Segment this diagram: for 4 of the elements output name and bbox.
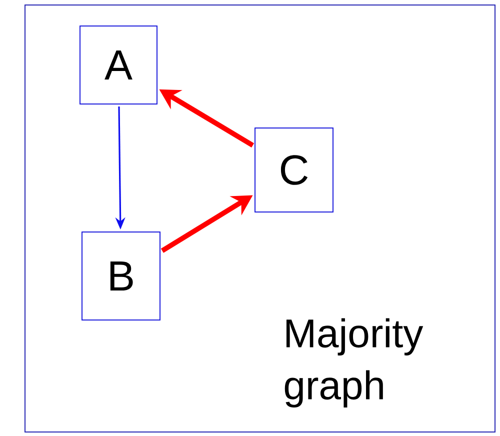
letter-box: C [254,128,334,212]
letter-box: B [82,232,160,320]
letter-box: A [80,26,158,104]
frame-title: Majority graph [284,318,424,408]
